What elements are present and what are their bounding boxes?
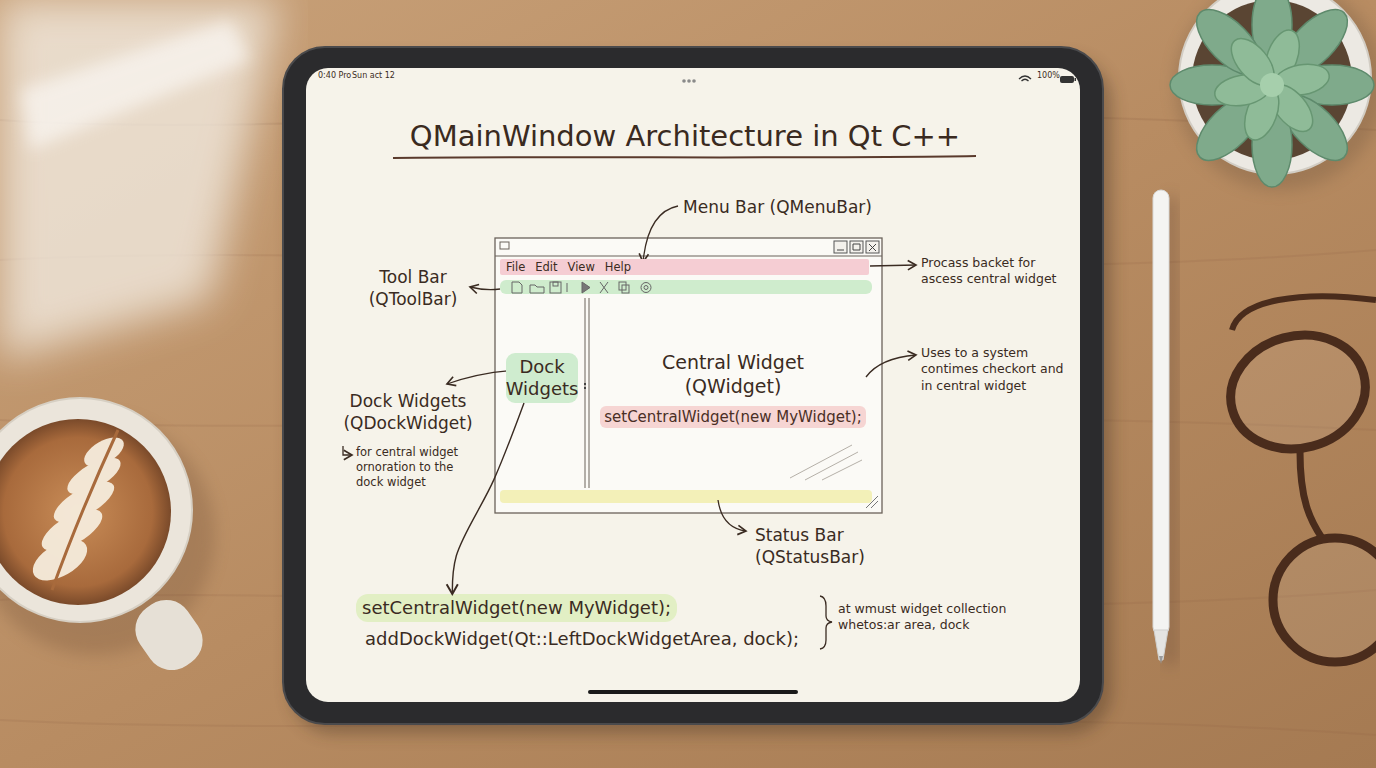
leader-lines bbox=[470, 287, 500, 290]
stylus-pencil bbox=[1153, 190, 1178, 666]
node-title: Dock Widgets bbox=[506, 356, 579, 400]
central-widget-area: Central Widget (QWidget) setCentralWidget… bbox=[592, 350, 874, 442]
code-highlight: setCentralWidget(new MyWidget); bbox=[356, 594, 677, 622]
stylus-pencil bbox=[1154, 630, 1168, 660]
status-time: 0:40 Pro bbox=[318, 71, 351, 81]
window-sketch bbox=[500, 242, 509, 249]
part-name: Tool Bar (QToolBar) bbox=[358, 266, 468, 310]
toolbar-icons bbox=[644, 286, 648, 290]
menu-item: Help bbox=[605, 259, 631, 275]
window-sketch bbox=[866, 496, 878, 508]
tablet bbox=[283, 47, 1112, 734]
coffee-cup bbox=[79, 431, 128, 472]
code-line: setCentralWidget(new MyWidget); bbox=[362, 596, 671, 620]
annotation-note: at wmust widget collection whetos:ar are… bbox=[838, 601, 1036, 634]
annotation-note: Procass backet for ascess central widget bbox=[921, 255, 1073, 288]
toolbar-icons bbox=[567, 282, 590, 293]
succulent-plant bbox=[1170, 0, 1376, 190]
window-sketch bbox=[790, 445, 862, 480]
tablet bbox=[306, 68, 1080, 702]
window-light bbox=[0, 0, 280, 360]
stylus-pencil bbox=[1153, 190, 1169, 635]
title-underline bbox=[393, 156, 976, 158]
succulent-plant bbox=[1170, 0, 1374, 187]
window-sketch bbox=[834, 241, 879, 253]
window-sketch bbox=[585, 298, 589, 488]
home-indicator bbox=[588, 690, 798, 694]
leader-lines bbox=[643, 206, 678, 262]
succulent-plant bbox=[1212, 25, 1331, 144]
toolbar-icons bbox=[600, 282, 608, 293]
connector-arrow bbox=[452, 403, 524, 594]
status-date: Sun act 12 bbox=[352, 71, 395, 81]
multitask-dots bbox=[682, 79, 686, 83]
statusbar-band bbox=[500, 490, 872, 503]
window-sketch bbox=[837, 244, 876, 251]
part-name: Dock Widgets (QDockWidget) bbox=[337, 390, 479, 434]
toolbar-icons bbox=[641, 283, 651, 293]
battery-level: 100% bbox=[1037, 71, 1060, 81]
window-sketch bbox=[584, 383, 586, 391]
toolbar-band bbox=[500, 280, 872, 294]
leader-lines bbox=[870, 265, 916, 266]
dock-widget-box: Dock Widgets bbox=[506, 353, 578, 403]
stylus-pencil bbox=[1159, 656, 1163, 664]
eyeglasses bbox=[1300, 452, 1322, 538]
tablet bbox=[283, 47, 1103, 724]
code-snippet: setCentralWidget(new MyWidget); bbox=[600, 406, 866, 428]
toolbar-icons bbox=[550, 282, 561, 293]
code-line: addDockWidget(Qt::LeftDockWidgetArea, do… bbox=[365, 627, 799, 650]
multitask-dots bbox=[687, 79, 691, 83]
window-light bbox=[20, 20, 250, 150]
part-name: Menu Bar (QMenuBar) bbox=[683, 196, 872, 218]
battery-icon bbox=[1060, 76, 1074, 83]
leader-lines bbox=[820, 596, 832, 649]
coffee-cup bbox=[52, 430, 118, 590]
window-sketch bbox=[850, 241, 863, 253]
toolbar-icons bbox=[622, 285, 629, 293]
leader-lines bbox=[866, 355, 916, 377]
menu-item: Edit bbox=[535, 259, 557, 275]
window-light bbox=[0, 0, 280, 360]
wifi-icon bbox=[1019, 76, 1031, 81]
tablet bbox=[290, 58, 1112, 734]
window-sketch bbox=[834, 241, 847, 253]
annotation-note: for central widget ornoration to the doc… bbox=[356, 445, 478, 490]
multitask-dots bbox=[692, 79, 696, 83]
diagram-title: QMainWindow Architecture in Qt C++ bbox=[393, 118, 977, 154]
toolbar-icons bbox=[512, 282, 522, 293]
coffee-cup bbox=[0, 419, 171, 605]
battery-icon bbox=[1060, 76, 1076, 83]
coffee-cup bbox=[0, 398, 192, 622]
part-name: Status Bar (QStatusBar) bbox=[755, 524, 880, 568]
leader-lines bbox=[718, 500, 746, 531]
battery-icon bbox=[1075, 78, 1077, 81]
window-sketch bbox=[495, 238, 882, 513]
eyeglasses bbox=[1218, 320, 1376, 463]
annotation-note: Uses to a system contimes checkort and i… bbox=[921, 345, 1069, 394]
toolbar-icons bbox=[553, 282, 558, 286]
eyeglasses bbox=[1273, 538, 1376, 662]
coffee-cup bbox=[0, 398, 215, 680]
eyeglasses bbox=[1232, 296, 1376, 330]
window-sketch bbox=[495, 238, 882, 513]
toolbar-icons bbox=[512, 282, 651, 293]
window-sketch bbox=[495, 255, 882, 256]
menu-item: View bbox=[568, 259, 595, 275]
eyeglasses bbox=[1218, 296, 1376, 662]
menu-bar: File Edit View Help bbox=[500, 259, 869, 275]
toolbar-icons bbox=[530, 285, 544, 293]
coffee-cup bbox=[26, 431, 129, 588]
node-title: Central Widget (QWidget) bbox=[648, 350, 818, 398]
succulent-plant bbox=[1260, 73, 1284, 97]
multitask-dots bbox=[682, 79, 696, 83]
leader-lines bbox=[343, 446, 352, 455]
menu-item: File bbox=[506, 259, 525, 275]
